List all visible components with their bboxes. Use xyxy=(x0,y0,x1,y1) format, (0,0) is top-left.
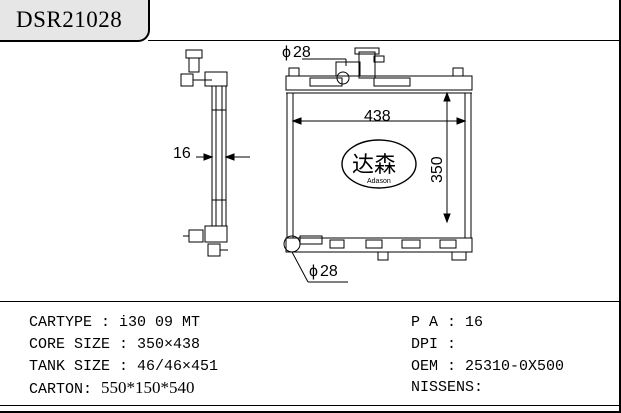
side-inlet-stub xyxy=(180,73,194,87)
spec-value: 25310-0X500 xyxy=(465,358,565,375)
spec-separator: : xyxy=(438,314,466,331)
top-tank xyxy=(285,75,473,91)
height-dimension xyxy=(443,91,451,224)
spec-label: CORE SIZE xyxy=(29,336,111,353)
front-view xyxy=(283,47,473,261)
inlet-leader xyxy=(302,58,347,66)
spec-cartype: CARTYPE : i30 09 MT xyxy=(29,314,200,332)
filler-neck xyxy=(335,61,361,77)
inlet-diameter-symbol: ϕ xyxy=(282,44,291,61)
side-filler-neck xyxy=(188,57,200,73)
side-outlet-stub xyxy=(188,229,204,243)
spec-core-size: CORE SIZE : 350×438 xyxy=(29,336,200,354)
spec-dpi: DPI : xyxy=(411,336,456,354)
logo-brand: Adason xyxy=(367,178,391,185)
logo-ellipse xyxy=(341,139,417,189)
core-width-label: 438 xyxy=(364,108,391,125)
spec-label: DPI xyxy=(411,336,439,353)
spec-nissens: NISSENS: xyxy=(411,379,483,397)
spec-value: 550*150*540 xyxy=(101,378,195,397)
side-filler-cap xyxy=(185,49,203,59)
spec-value: 350×438 xyxy=(137,336,201,353)
spec-separator: : xyxy=(438,336,457,353)
radiator-drawing: 16 438 350 ϕ 28 ϕ 28 达森 Adason xyxy=(173,44,473,283)
spec-separator: : xyxy=(83,381,102,398)
side-view xyxy=(180,49,228,257)
header-divider xyxy=(148,40,619,41)
spec-oem: OEM : 25310-0X500 xyxy=(411,358,564,376)
spec-separator: : xyxy=(110,358,138,375)
spec-label: TANK SIZE xyxy=(29,358,111,375)
thickness-dimension xyxy=(196,153,250,161)
core-height-label: 350 xyxy=(429,156,446,183)
spec-separator: : xyxy=(474,379,484,396)
outlet-diameter-symbol: ϕ xyxy=(309,263,318,280)
spec-separator: : xyxy=(438,358,466,375)
outlet-leader xyxy=(291,251,348,283)
spec-label: OEM xyxy=(411,358,439,375)
spec-label: P A xyxy=(411,314,439,331)
spec-separator: : xyxy=(92,314,120,331)
spec-value: 46/46×451 xyxy=(137,358,219,375)
spec-label: NISSENS xyxy=(411,379,475,396)
spec-label: CARTON xyxy=(29,381,84,398)
spec-carton: CARTON: 550*150*540 xyxy=(29,379,195,399)
spec-value: i30 09 MT xyxy=(119,314,201,331)
spec-value: 16 xyxy=(465,314,484,331)
spec-separator: : xyxy=(110,336,138,353)
footer-divider xyxy=(0,405,619,406)
thickness-label: 16 xyxy=(173,145,191,162)
part-number-tab: DSR21028 xyxy=(0,0,150,42)
spec-pa: P A : 16 xyxy=(411,314,483,332)
spec-tank-size: TANK SIZE : 46/46×451 xyxy=(29,358,218,376)
inlet-diameter-label: 28 xyxy=(293,44,311,61)
logo-characters: 达森 xyxy=(352,153,396,178)
outlet-diameter-label: 28 xyxy=(320,263,338,280)
width-dimension xyxy=(291,117,467,125)
part-number: DSR21028 xyxy=(16,7,123,32)
specs-divider xyxy=(0,301,619,302)
spec-label: CARTYPE xyxy=(29,314,93,331)
brand-logo xyxy=(341,139,417,189)
